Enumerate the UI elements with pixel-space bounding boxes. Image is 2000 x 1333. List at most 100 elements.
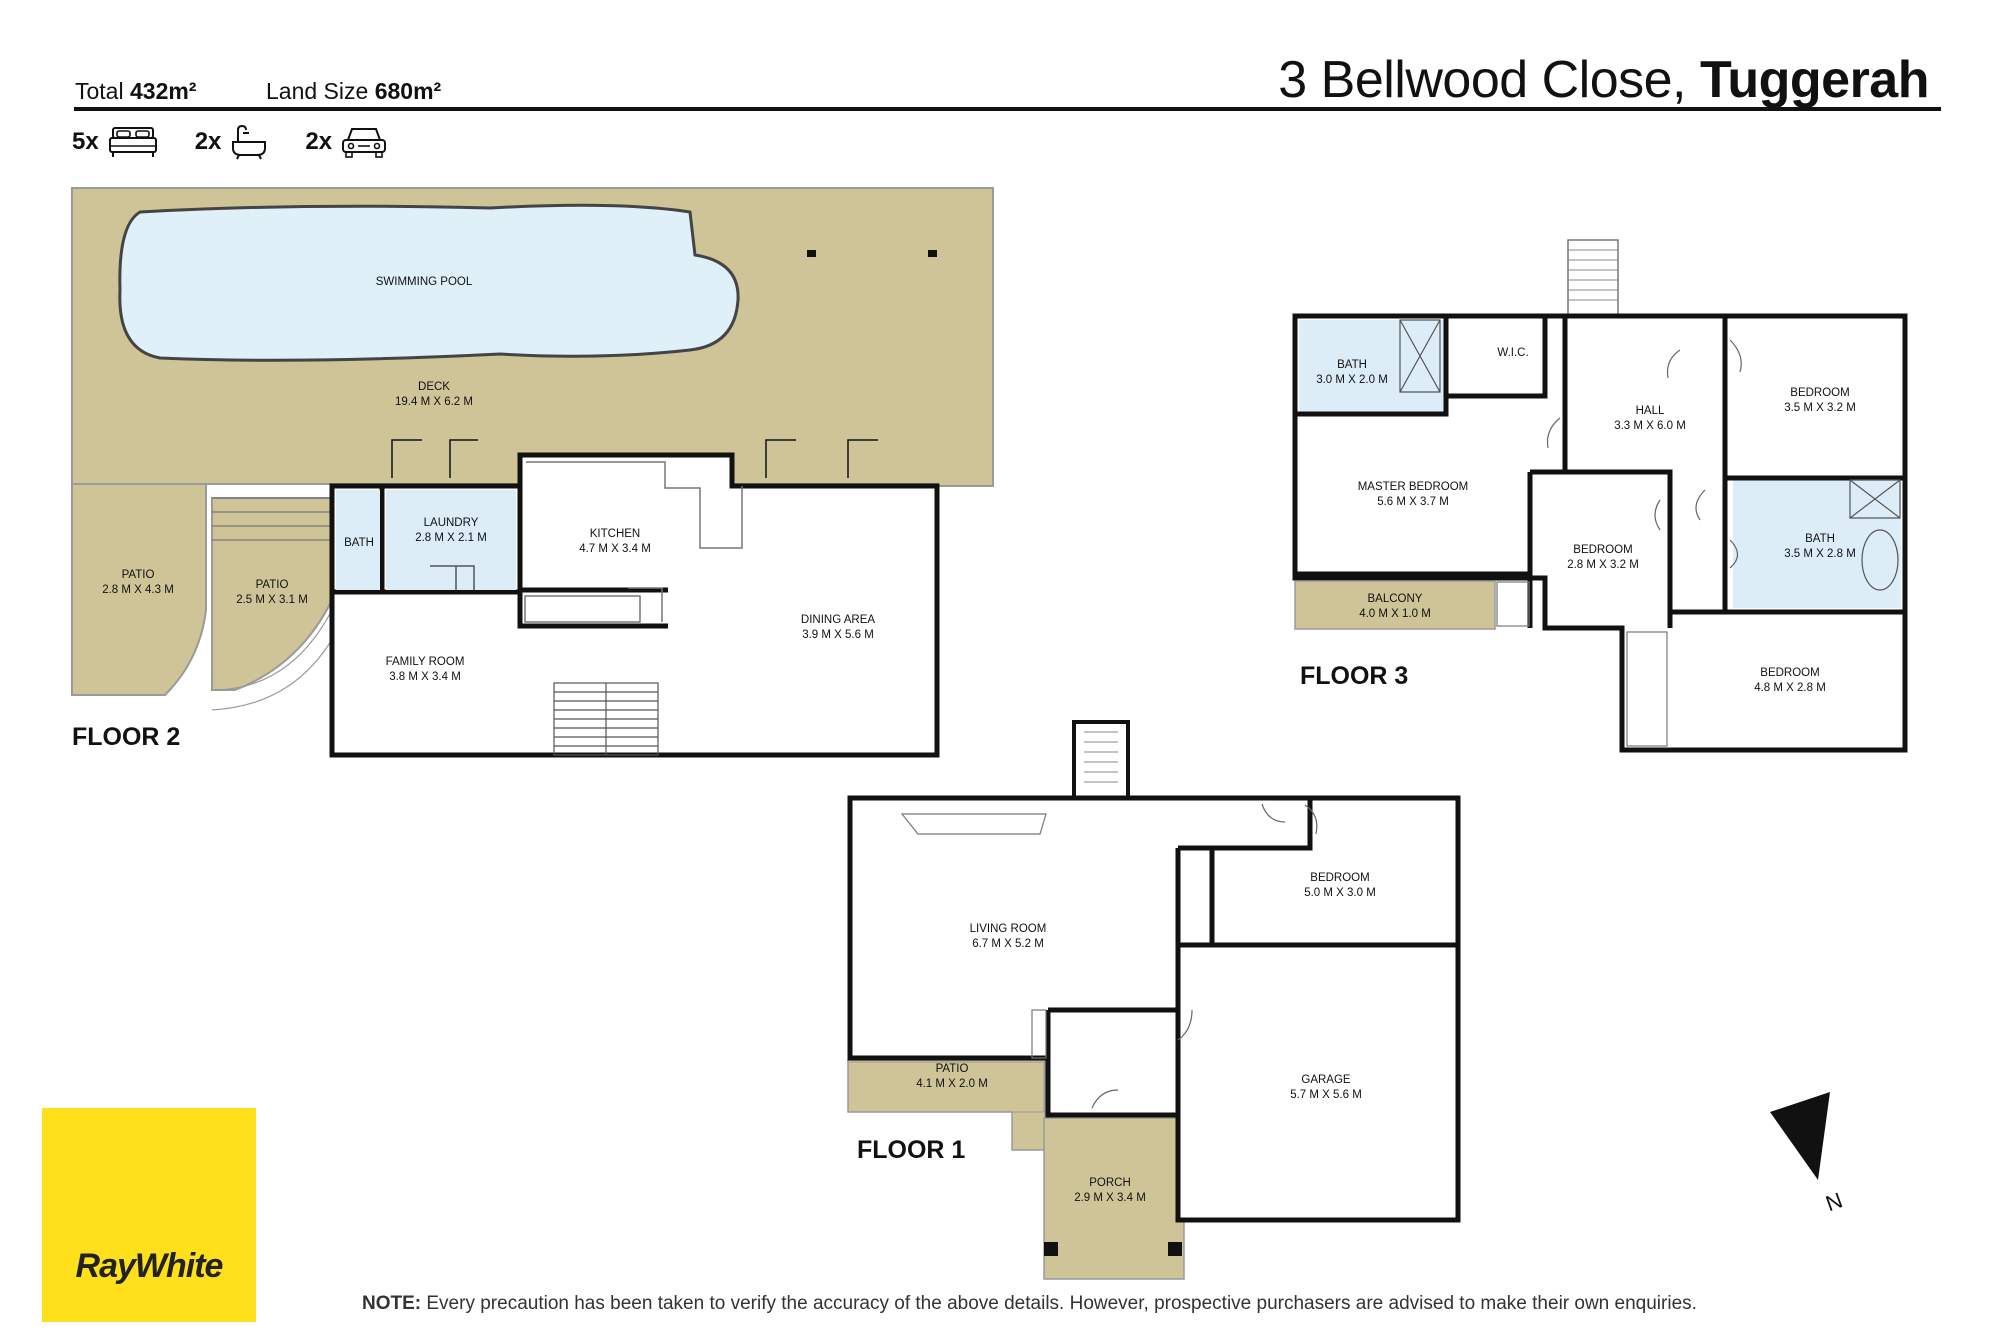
porch-area bbox=[1043, 1117, 1185, 1280]
patio-b-steps bbox=[212, 497, 332, 541]
logo-text: RayWhite bbox=[75, 1247, 224, 1285]
floor-1-closet bbox=[1031, 1009, 1047, 1059]
bath-3a-wet-area bbox=[1299, 320, 1444, 412]
room-name: LAUNDRY bbox=[424, 517, 479, 529]
porch-post bbox=[1168, 1242, 1182, 1256]
svg-text:W.I.C.: W.I.C. bbox=[1497, 347, 1528, 359]
room-size: 5.6 M X 3.7 M bbox=[1377, 496, 1449, 508]
floor-3-inner-walls bbox=[1295, 316, 1905, 628]
room-name: LIVING ROOM bbox=[970, 923, 1047, 935]
room-size: 2.9 M X 3.4 M bbox=[1074, 1192, 1146, 1204]
room-size: 6.7 M X 5.2 M bbox=[972, 938, 1044, 950]
floor-1-inner-walls bbox=[1045, 798, 1458, 1115]
floor-3-walls bbox=[1292, 313, 1908, 753]
bathroom-count: 2x bbox=[195, 124, 270, 160]
bath-3a-fixtures bbox=[1399, 319, 1441, 393]
floor-1-label: FLOOR 1 bbox=[857, 1136, 965, 1164]
room-name: BEDROOM bbox=[1760, 667, 1819, 679]
floor-3-stair-treads bbox=[1568, 249, 1618, 301]
room-size: 5.0 M X 3.0 M bbox=[1304, 887, 1376, 899]
floor-2-label: FLOOR 2 bbox=[72, 723, 180, 751]
floor-3-balcony-stairs bbox=[1496, 581, 1530, 627]
floor-3-label: FLOOR 3 bbox=[1300, 662, 1408, 690]
deck-post bbox=[928, 250, 937, 257]
room-size: 2.5 M X 3.1 M bbox=[236, 594, 308, 606]
floor-1-kitchen-bench bbox=[900, 813, 1047, 835]
room-size: 19.4 M X 6.2 M bbox=[395, 396, 473, 408]
room-name: MASTER BEDROOM bbox=[1358, 481, 1469, 493]
garage-count-value: 2x bbox=[305, 128, 333, 155]
deck-post bbox=[807, 250, 816, 257]
room-name: PATIO bbox=[256, 579, 289, 591]
balcony bbox=[1294, 580, 1496, 630]
floor-1-stair-treads bbox=[1084, 731, 1118, 783]
room-name: PATIO bbox=[936, 1063, 969, 1075]
kitchen-walls bbox=[517, 486, 668, 629]
deck-door-marks bbox=[391, 439, 878, 478]
patio-overlay bbox=[850, 1061, 1045, 1150]
room-size: 4.8 M X 2.8 M bbox=[1754, 682, 1826, 694]
room-name: BATH bbox=[1337, 359, 1367, 371]
room-name: DINING AREA bbox=[801, 614, 875, 626]
room-size: 3.5 M X 3.2 M bbox=[1784, 402, 1856, 414]
bath-3b-tub bbox=[1861, 529, 1899, 591]
laundry-wet-area bbox=[386, 490, 516, 590]
room-name: PATIO bbox=[122, 569, 155, 581]
room-name: SWIMMING POOL bbox=[376, 276, 473, 288]
floor-1-entry-stairs bbox=[1072, 720, 1130, 800]
header-rule bbox=[74, 107, 1941, 111]
svg-text:SWIMMING POOL: SWIMMING POOL bbox=[376, 276, 473, 288]
total-area: Total 432m² bbox=[75, 78, 196, 105]
room-name: KITCHEN bbox=[590, 528, 640, 540]
kitchen-bench bbox=[526, 461, 743, 549]
property-address: 3 Bellwood Close, Tuggerah bbox=[1278, 50, 1929, 110]
room-name: BALCONY bbox=[1368, 593, 1423, 605]
north-arrow-icon bbox=[1770, 1092, 1830, 1180]
bath-wet-area bbox=[336, 490, 380, 590]
land-size: Land Size 680m² bbox=[266, 78, 441, 105]
room-name: FAMILY ROOM bbox=[386, 656, 465, 668]
note-label: NOTE: bbox=[362, 1293, 422, 1314]
swimming-pool bbox=[118, 203, 740, 362]
room-size: 3.3 M X 6.0 M bbox=[1614, 420, 1686, 432]
room-size: 4.0 M X 1.0 M bbox=[1359, 608, 1431, 620]
room-size: 3.5 M X 2.8 M bbox=[1784, 548, 1856, 560]
room-size: 3.9 M X 5.6 M bbox=[802, 629, 874, 641]
floor-3-plan: BATH 3.0 M X 2.0 M W.I.C. HALL 3.3 M X 6.0… bbox=[1292, 239, 1908, 753]
svg-text:BATH: BATH bbox=[344, 537, 374, 549]
room-name: HALL bbox=[1636, 405, 1665, 417]
porch-post bbox=[1044, 1242, 1058, 1256]
room-size: 2.8 M X 2.1 M bbox=[415, 532, 487, 544]
note-text: Every precaution has been taken to verif… bbox=[421, 1293, 1697, 1314]
bath-3b-wet-area bbox=[1733, 478, 1901, 608]
room-size: 3.8 M X 3.4 M bbox=[389, 671, 461, 683]
room-size: 4.1 M X 2.0 M bbox=[916, 1078, 988, 1090]
room-size: 2.8 M X 4.3 M bbox=[102, 584, 174, 596]
room-name: BATH bbox=[344, 537, 374, 549]
car-icon bbox=[342, 128, 387, 158]
address-street: 3 Bellwood Close, bbox=[1278, 51, 1686, 109]
laundry-fixtures bbox=[430, 565, 475, 590]
garage-count: 2x bbox=[305, 124, 388, 160]
bathroom-count-value: 2x bbox=[194, 128, 222, 155]
land-value: 680m² bbox=[374, 78, 442, 104]
room-name: BEDROOM bbox=[1790, 387, 1849, 399]
room-size: 3.0 M X 2.0 M bbox=[1316, 374, 1388, 386]
